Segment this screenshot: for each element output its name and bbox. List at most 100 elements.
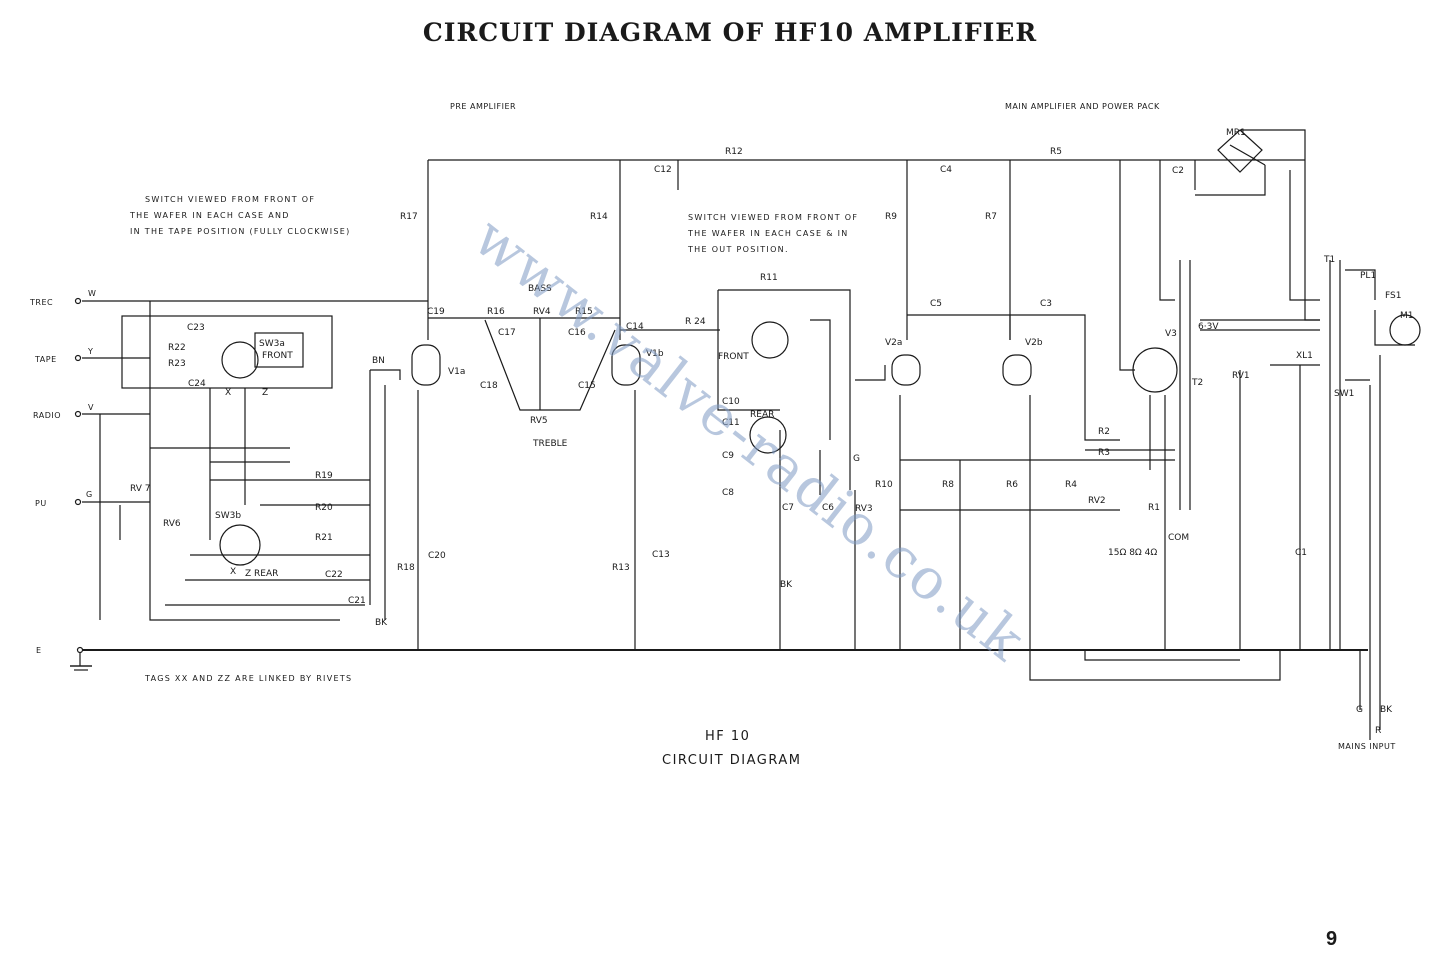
valve-v2b-label: V2b — [1025, 338, 1043, 348]
note-switch1-line1: SWITCH VIEWED FROM FRONT OF — [145, 195, 315, 204]
note-switch2-line3: THE OUT POSITION. — [687, 245, 789, 254]
label-bk1: BK — [375, 618, 388, 628]
input-earth-label: E — [36, 646, 42, 655]
valve-v1a-icon — [411, 344, 441, 386]
valve-v3-icon — [1132, 347, 1178, 393]
valves: V1a V1b V2a V2b V3 — [411, 329, 1177, 386]
page-title: CIRCUIT DIAGRAM OF HF10 AMPLIFIER — [422, 18, 1038, 47]
label-c10: C10 — [722, 397, 740, 407]
label-r13: R13 — [612, 563, 630, 573]
input-terminals: TREC W TAPE Y RADIO V PU G E — [29, 289, 96, 655]
label-c8: C8 — [722, 488, 734, 498]
switch-front-icon — [751, 321, 789, 359]
label-c17: C17 — [498, 328, 516, 338]
label-c7: C7 — [782, 503, 794, 513]
label-c13: C13 — [652, 550, 670, 560]
label-rv6: RV6 — [163, 519, 181, 529]
terminal-icon — [74, 410, 82, 418]
valve-v2a-label: V2a — [885, 338, 902, 348]
label-r3: R3 — [1098, 448, 1110, 458]
label-r14: R14 — [590, 212, 608, 222]
input-radio-label: RADIO — [33, 411, 61, 420]
label-c18: C18 — [480, 381, 498, 391]
terminal-icon — [74, 297, 82, 305]
note-switch2-line1: SWITCH VIEWED FROM FRONT OF — [688, 213, 858, 222]
label-c4: C4 — [940, 165, 952, 175]
label-sw3b: SW3b — [215, 511, 241, 521]
caption-line2: CIRCUIT DIAGRAM — [662, 753, 802, 768]
input-pu-label: PU — [35, 499, 47, 508]
label-sw1: SW1 — [1334, 389, 1354, 399]
label-6v3: 6·3V — [1198, 322, 1219, 332]
label-r6: R6 — [1006, 480, 1018, 490]
label-c1: C1 — [1295, 548, 1307, 558]
switch-sw3a-icon — [221, 341, 259, 379]
label-rv1: RV1 — [1232, 371, 1250, 381]
label-rv4: RV4 — [533, 307, 551, 317]
label-x1: X — [225, 388, 231, 398]
valve-v1a-label: V1a — [448, 367, 465, 377]
valve-v2b-icon — [1002, 354, 1032, 386]
label-r17: R17 — [400, 212, 418, 222]
label-mains-r: R — [1375, 726, 1381, 736]
input-tape-label: TAPE — [34, 355, 57, 364]
label-r2: R2 — [1098, 427, 1110, 437]
label-m1: M1 — [1400, 311, 1414, 321]
label-r15: R15 — [575, 307, 593, 317]
label-c22: C22 — [325, 570, 343, 580]
section-pre-amp: PRE AMPLIFIER — [450, 102, 516, 111]
input-trec-label: TREC — [29, 298, 53, 307]
valve-v2a-icon — [891, 354, 921, 386]
valve-v3-label: V3 — [1165, 329, 1177, 339]
label-mains-g: G — [1356, 705, 1363, 715]
label-r4: R4 — [1065, 480, 1077, 490]
label-fs1: FS1 — [1385, 291, 1401, 301]
label-r20: R20 — [315, 503, 333, 513]
label-r5: R5 — [1050, 147, 1062, 157]
label-r18: R18 — [397, 563, 415, 573]
label-r19: R19 — [315, 471, 333, 481]
wiring — [70, 129, 1421, 740]
note-tags: TAGS XX AND ZZ ARE LINKED BY RIVETS — [144, 674, 352, 683]
input-trec-tag: W — [88, 289, 96, 298]
label-mains-bk: BK — [1380, 705, 1393, 715]
terminal-icon — [76, 646, 84, 654]
label-bass: BASS — [528, 284, 552, 294]
label-c23: C23 — [187, 323, 205, 333]
label-sw3a-front: FRONT — [262, 351, 293, 361]
meter-m1-icon — [1389, 314, 1421, 346]
switch-rear-icon — [749, 416, 787, 454]
valve-v1b-icon — [611, 344, 641, 386]
label-c3: C3 — [1040, 299, 1052, 309]
terminal-icon — [74, 354, 82, 362]
component-labels: R17 R14 R12 C12 C19 R16 BASS RV4 R15 C17… — [130, 128, 1414, 751]
switch-sw3b-icon — [219, 524, 261, 566]
label-r23: R23 — [168, 359, 186, 369]
label-sw3a: SW3a — [259, 339, 285, 349]
label-c2: C2 — [1172, 166, 1184, 176]
label-r22: R22 — [168, 343, 186, 353]
rectifier-mr1-icon — [1217, 129, 1263, 173]
label-c21: C21 — [348, 596, 366, 606]
label-z1: Z — [262, 388, 268, 398]
input-pu-tag: G — [86, 490, 93, 499]
label-c24: C24 — [188, 379, 206, 389]
label-c16: C16 — [568, 328, 586, 338]
label-r1: R1 — [1148, 503, 1160, 513]
label-c15: C15 — [578, 381, 596, 391]
label-c20: C20 — [428, 551, 446, 561]
label-rv7: RV 7 — [130, 484, 151, 494]
note-switch1-line2: THE WAFER IN EACH CASE AND — [129, 211, 290, 220]
label-rear: REAR — [750, 410, 774, 420]
label-x2: X — [230, 567, 236, 577]
label-c19: C19 — [427, 307, 445, 317]
label-r9: R9 — [885, 212, 897, 222]
label-t1: T1 — [1323, 255, 1335, 265]
input-radio-tag: V — [88, 403, 94, 412]
terminal-icon — [74, 498, 82, 506]
label-rv3: RV3 — [855, 504, 873, 514]
label-bk2: BK — [780, 580, 793, 590]
section-main-amp: MAIN AMPLIFIER AND POWER PACK — [1005, 102, 1160, 111]
